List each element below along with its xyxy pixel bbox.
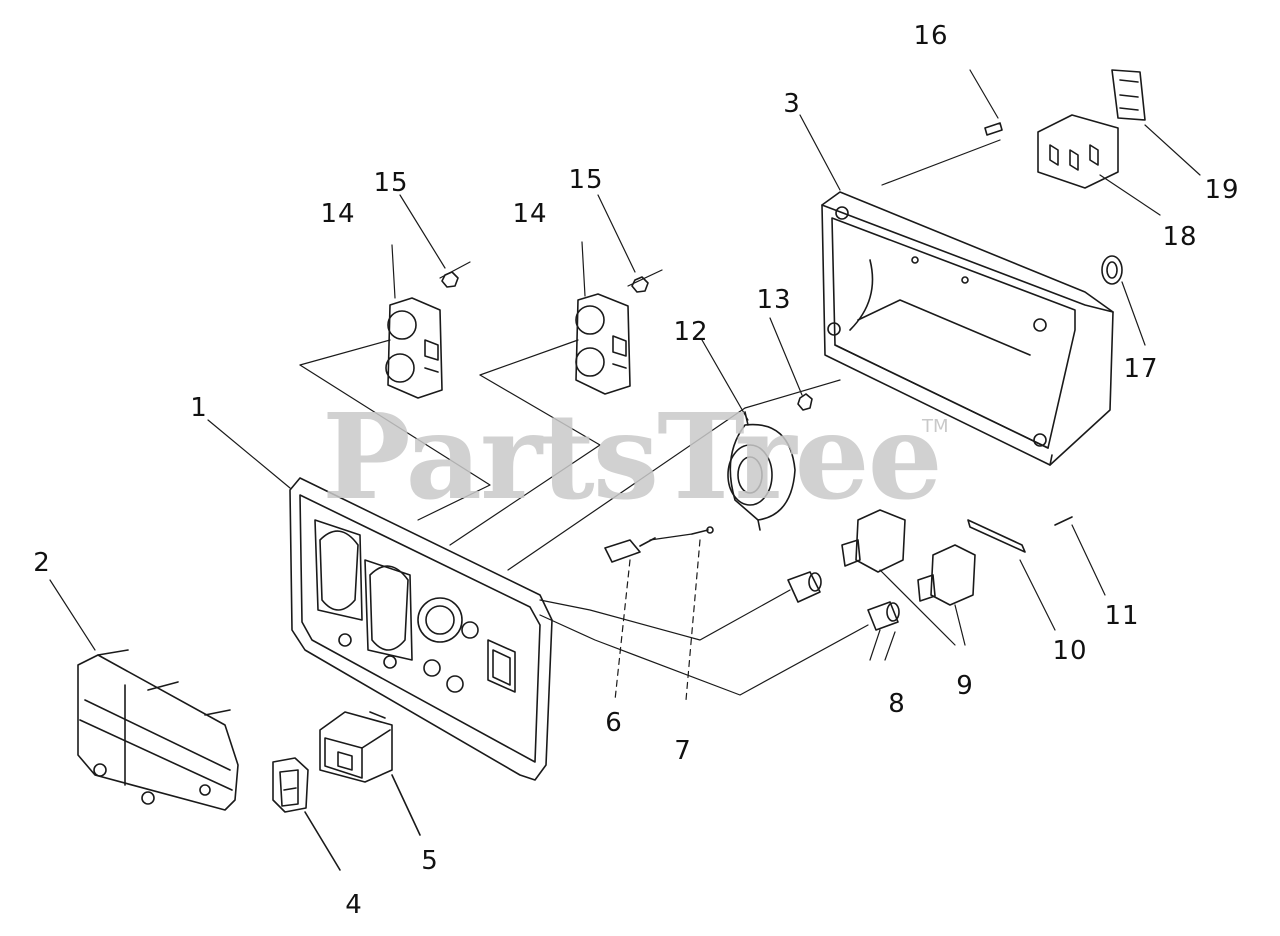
- part-8-cap-a: [787, 571, 822, 603]
- part-18-terminal-block: [1037, 114, 1161, 216]
- part-11-pin: [1054, 516, 1106, 596]
- callout-11: 11: [1104, 601, 1140, 631]
- part-7-screw: [691, 526, 714, 535]
- part-1-control-panel: [289, 477, 553, 781]
- part-17-grommet: [1101, 255, 1146, 346]
- leader-lines: [299, 139, 1001, 701]
- callout-12: 12: [673, 317, 709, 347]
- part-14-outlet-a: [385, 297, 443, 399]
- callout-4: 4: [345, 890, 363, 920]
- callout-leaders: [49, 114, 841, 651]
- callout-15a: 15: [373, 168, 409, 198]
- part-9-breaker-a: [841, 509, 906, 573]
- part-16-screw: [969, 69, 1003, 136]
- callout-18: 18: [1162, 222, 1198, 252]
- callout-2: 2: [33, 548, 51, 578]
- callout-6: 6: [605, 708, 623, 738]
- part-4-switch: [272, 757, 341, 871]
- callout-14a: 14: [320, 199, 356, 229]
- callout-5: 5: [421, 846, 439, 876]
- callout-13: 13: [756, 285, 792, 315]
- part-5-switch: [319, 711, 421, 836]
- callout-10: 10: [1052, 636, 1088, 666]
- callout-7: 7: [674, 736, 692, 766]
- callout-1: 1: [190, 393, 208, 423]
- part-15-nut-a: [441, 271, 459, 288]
- part-3-housing: [821, 191, 1114, 466]
- part-13-nut: [797, 393, 813, 411]
- part-6-lamp: [604, 537, 656, 563]
- part-10-bar: [967, 519, 1056, 631]
- callout-19: 19: [1204, 175, 1240, 205]
- part-8-cap-b: [867, 601, 900, 631]
- watermark: PartsTree: [322, 387, 943, 526]
- callout-15b: 15: [568, 165, 604, 195]
- callout-16: 16: [913, 21, 949, 51]
- callout-3: 3: [783, 89, 801, 119]
- callout-8: 8: [888, 689, 906, 719]
- callout-9: 9: [956, 671, 974, 701]
- part-19-connector: [1111, 69, 1201, 176]
- callout-17: 17: [1123, 354, 1159, 384]
- watermark-trademark: TM: [922, 416, 949, 437]
- part-14-outlet-b: [575, 293, 631, 395]
- part-12-receptacle: [727, 411, 796, 531]
- callout-14b: 14: [512, 199, 548, 229]
- part-9-breaker-b: [917, 544, 976, 606]
- part-2-cover-panel: [77, 649, 239, 811]
- part-15-nut-b: [631, 276, 649, 293]
